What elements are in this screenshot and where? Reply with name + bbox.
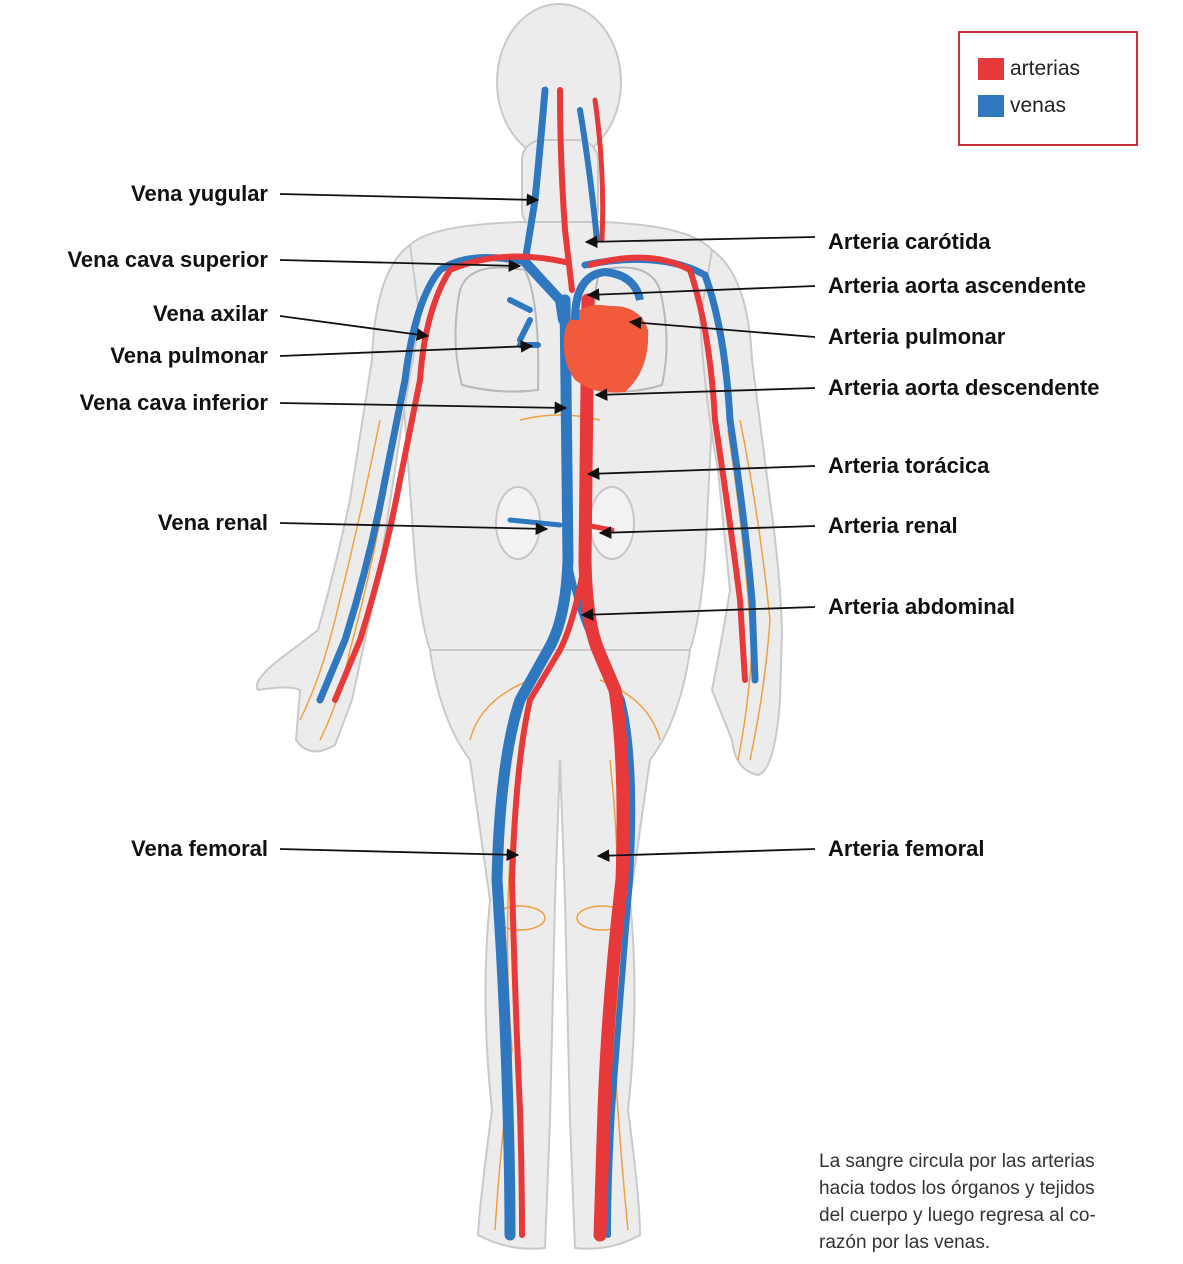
label-arteria-renal: Arteria renal xyxy=(828,513,958,539)
leader-vena-yugular xyxy=(280,194,538,200)
legend-label-venas: venas xyxy=(1010,94,1066,118)
label-vena-cava-superior: Vena cava superior xyxy=(67,247,268,273)
label-vena-femoral: Vena femoral xyxy=(131,836,268,862)
label-arteria-aorta-ascendente: Arteria aorta ascendente xyxy=(828,273,1086,299)
caption-text: La sangre circula por las arterias hacia… xyxy=(819,1148,1183,1256)
label-vena-pulmonar: Vena pulmonar xyxy=(110,343,268,369)
legend-label-arterias: arterias xyxy=(1010,57,1080,81)
label-vena-cava-inferior: Vena cava inferior xyxy=(80,390,268,416)
legend-swatch-venas xyxy=(978,95,1004,117)
label-arteria-abdominal: Arteria abdominal xyxy=(828,594,1015,620)
label-arteria-aorta-descendente: Arteria aorta descendente xyxy=(828,375,1099,401)
label-vena-renal: Vena renal xyxy=(158,510,268,536)
legend: arterias venas xyxy=(958,31,1138,146)
legend-item-venas: venas xyxy=(978,93,1066,119)
label-vena-yugular: Vena yugular xyxy=(131,181,268,207)
label-arteria-toracica: Arteria torácica xyxy=(828,453,989,479)
legend-item-arterias: arterias xyxy=(978,56,1080,82)
label-vena-axilar: Vena axilar xyxy=(153,301,268,327)
label-arteria-pulmonar: Arteria pulmonar xyxy=(828,324,1005,350)
label-arteria-carotida: Arteria carótida xyxy=(828,229,991,255)
legend-swatch-arterias xyxy=(978,58,1004,80)
label-arteria-femoral: Arteria femoral xyxy=(828,836,985,862)
